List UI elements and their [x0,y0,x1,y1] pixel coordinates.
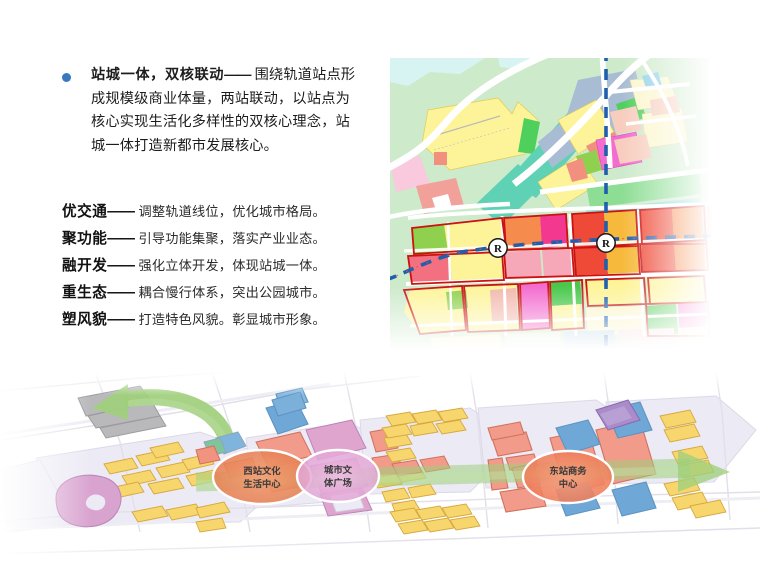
principle-dash: —— [107,285,135,301]
principle-row: 融开发 —— 强化立体开发，体现站城一体。 [62,254,362,281]
principle-term: 重生态 [62,285,108,301]
land-use-plan-map: R R [390,58,712,350]
principle-description: 打造特色风貌。彰显城市形象。 [138,312,326,327]
principle-description: 耦合慢行体系，突出公园城市。 [138,285,326,300]
principle-term: 聚功能 [62,231,108,247]
principle-term: 塑风貌 [62,312,108,328]
principle-dash: —— [107,231,135,247]
bullet-point-icon [62,73,71,82]
principle-row: 重生态 —— 耦合慢行体系，突出公园城市。 [62,281,362,308]
lead-body: 围绕轨道站点形成规模级商业体量，两站联动，以站点为核心实现生活化多样性的双核心理… [91,67,356,154]
lead-paragraph-block: 站城一体，双核联动—— 围绕轨道站点形成规模级商业体量，两站联动，以站点为核心实… [62,64,362,158]
text-panel: 站城一体，双核联动—— 围绕轨道站点形成规模级商业体量，两站联动，以站点为核心实… [0,0,380,372]
principle-dash: —— [107,258,135,274]
principle-row: 塑风貌 —— 打造特色风貌。彰显城市形象。 [62,308,362,335]
principle-row: 聚功能 —— 引导功能集聚，落实产业业态。 [62,227,362,254]
principle-term: 优交通 [62,204,108,220]
lead-term: 站城一体，双核联动 [91,67,225,83]
lead-dash: —— [224,67,251,83]
principle-dash: —— [107,312,135,328]
principle-description: 强化立体开发，体现站城一体。 [138,258,326,273]
lead-paragraph: 站城一体，双核联动—— 围绕轨道站点形成规模级商业体量，两站联动，以站点为核心实… [91,64,362,158]
principles-list: 优交通 —— 调整轨道线位，优化城市格局。 聚功能 —— 引导功能集聚，落实产业… [62,200,362,335]
principle-row: 优交通 —— 调整轨道线位，优化城市格局。 [62,200,362,227]
principle-dash: —— [107,204,135,220]
aerial-masterplan-render: 西站文化 生活中心 城市文 体广场 东站商务 中心 [0,372,760,566]
principle-description: 引导功能集聚，落实产业业态。 [138,231,326,246]
principle-description: 调整轨道线位，优化城市格局。 [138,204,326,219]
principle-term: 融开发 [62,258,108,274]
